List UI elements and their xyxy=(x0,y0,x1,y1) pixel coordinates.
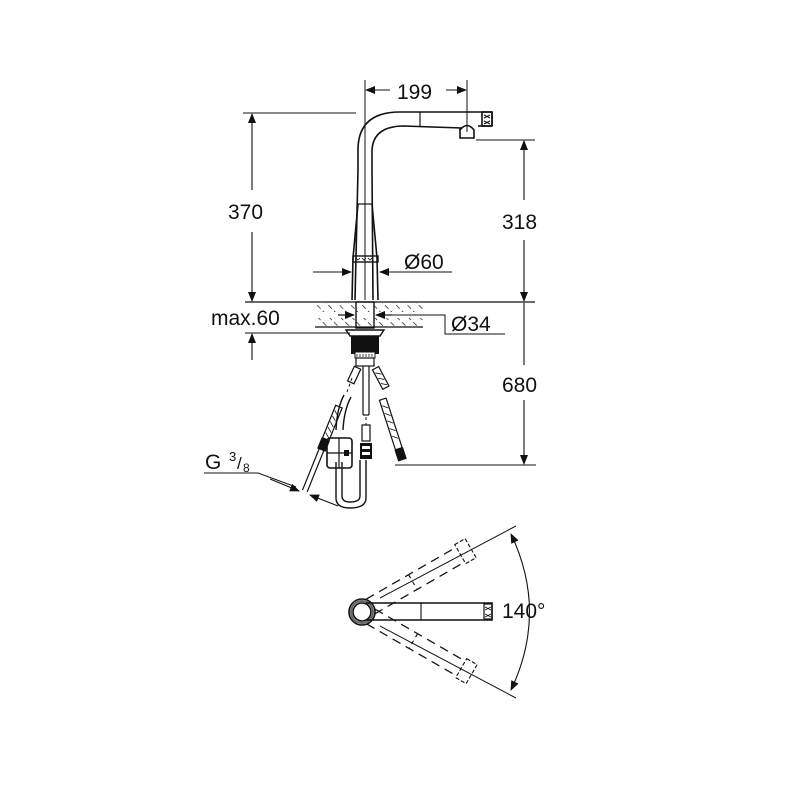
dimension-lines xyxy=(204,80,536,507)
hole-diameter-label: Ø34 xyxy=(451,313,491,336)
base-diameter-label: Ø60 xyxy=(404,251,444,274)
spout-height-label: 318 xyxy=(502,211,537,234)
thread-label-den: 8 xyxy=(243,461,250,475)
deck-thickness-label: max.60 xyxy=(211,307,280,330)
thread-label-g: G xyxy=(205,451,221,474)
spout-reach-label: 199 xyxy=(397,81,432,104)
supply-hoses xyxy=(301,365,407,509)
hose-length-label: 680 xyxy=(502,374,537,397)
thread-slash: / xyxy=(237,454,242,473)
countertop-section xyxy=(245,301,535,367)
faucet-front-view xyxy=(351,80,493,301)
faucet-top-view xyxy=(348,525,530,699)
thread-label-num: 3 xyxy=(229,449,236,464)
total-height-label: 370 xyxy=(228,201,263,224)
dimension-labels: 199 370 318 Ø60 max.60 Ø34 680 G 3 / 8 1… xyxy=(205,81,545,623)
swivel-angle-label: 140° xyxy=(502,600,545,623)
